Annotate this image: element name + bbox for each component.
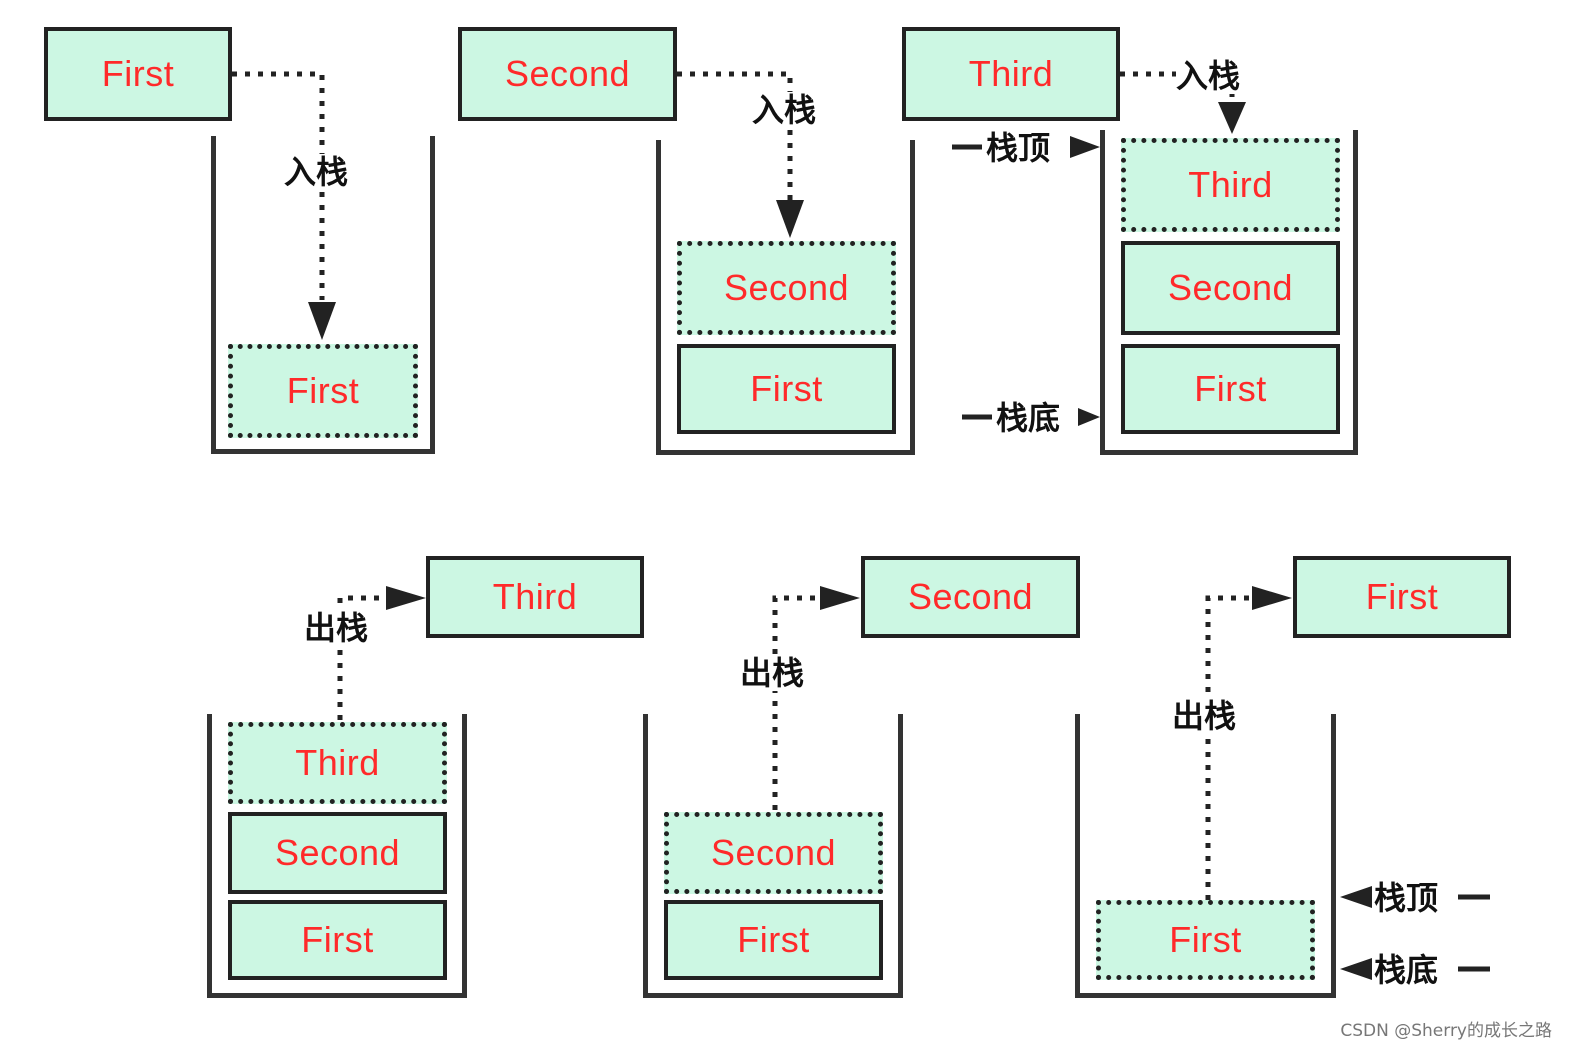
incoming-second-box: Second — [458, 27, 677, 121]
stack-1-left-wall — [211, 136, 216, 454]
stack-2-left-wall — [656, 140, 661, 455]
stack-3-left-wall — [1100, 130, 1105, 455]
push-label-3: 入栈 — [1176, 57, 1241, 95]
stack-5-floor — [643, 993, 903, 998]
pop-arrow-line-3 — [1205, 595, 1250, 900]
pop-arrowhead-3 — [1252, 586, 1292, 610]
bottom-pointer-arrowhead-2 — [1340, 958, 1372, 980]
outgoing-second-box: Second — [861, 556, 1080, 638]
stack-3-floor — [1100, 450, 1358, 455]
outgoing-third-box: Third — [426, 556, 644, 638]
stack-6-right-wall — [1331, 714, 1336, 998]
top-pointer-arrowhead-1 — [1070, 136, 1100, 158]
stack-5-first-box: First — [664, 900, 883, 980]
stack-top-label-2: 栈顶 — [1374, 879, 1439, 917]
push-label-2: 入栈 — [752, 91, 817, 129]
incoming-first-box: First — [44, 27, 232, 121]
incoming-third-box: Third — [902, 27, 1120, 121]
stack-2-first-box: First — [677, 344, 896, 434]
pop-label-3: 出栈 — [1172, 697, 1237, 735]
stack-3-first-box: First — [1121, 344, 1340, 434]
pop-arrow-line-2 — [772, 595, 818, 810]
push-label-1: 入栈 — [284, 153, 349, 191]
stack-4-first-box: First — [228, 900, 447, 980]
stack-4-third-box: Third — [228, 722, 447, 804]
stack-4-second-box: Second — [228, 812, 447, 894]
stack-bottom-label-2: 栈底 — [1374, 951, 1439, 989]
stack-6-floor — [1075, 993, 1336, 998]
stack-1-floor — [211, 449, 435, 454]
stack-3-right-wall — [1353, 130, 1358, 455]
stack-5-left-wall — [643, 714, 648, 998]
stack-2-second-box: Second — [677, 241, 896, 335]
stack-2-right-wall — [910, 140, 915, 455]
stack-6-left-wall — [1075, 714, 1080, 998]
stack-4-floor — [207, 993, 467, 998]
stack-4-right-wall — [462, 714, 467, 998]
pop-arrowhead-2 — [820, 586, 860, 610]
stack-1-right-wall — [430, 136, 435, 454]
pop-label-1: 出栈 — [304, 609, 369, 647]
stack-4-left-wall — [207, 714, 212, 998]
outgoing-first-box: First — [1293, 556, 1511, 638]
stack-top-label-1: 栈顶 — [986, 129, 1051, 167]
pop-arrowhead-1 — [386, 586, 426, 610]
watermark-text: CSDN @Sherry的成长之路 — [1340, 1021, 1552, 1041]
pop-label-2: 出栈 — [740, 654, 805, 692]
push-arrowhead-1 — [308, 302, 336, 340]
stack-1-first-box: First — [228, 344, 418, 438]
stack-5-right-wall — [898, 714, 903, 998]
push-arrowhead-3 — [1218, 102, 1246, 134]
stack-3-second-box: Second — [1121, 241, 1340, 335]
push-arrowhead-2 — [776, 200, 804, 238]
pop-arrow-line-1 — [337, 595, 384, 720]
stack-3-third-box: Third — [1121, 138, 1340, 232]
stack-bottom-label-1: 栈底 — [996, 399, 1061, 437]
top-pointer-arrowhead-2 — [1340, 886, 1372, 908]
bottom-pointer-arrowhead-1 — [1078, 408, 1100, 426]
push-arrow-line-2 — [677, 71, 793, 200]
push-arrow-line-1 — [232, 71, 325, 300]
stack-6-first-box: First — [1096, 900, 1315, 980]
stack-2-floor — [656, 450, 915, 455]
stack-5-second-box: Second — [664, 812, 883, 894]
